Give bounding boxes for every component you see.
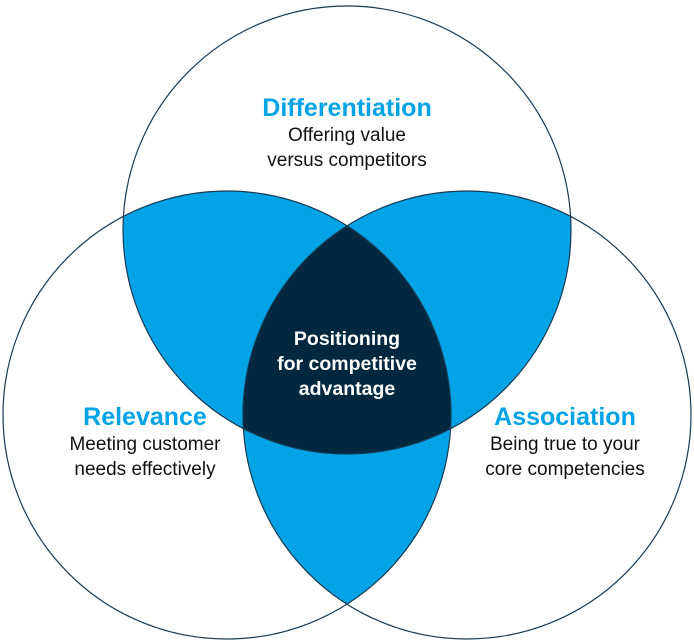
differentiation-title: Differentiation — [262, 94, 432, 122]
relevance-desc-line2: needs effectively — [74, 459, 216, 480]
differentiation-desc-line2: versus competitors — [267, 150, 427, 171]
association-desc-line1: Being true to your — [490, 434, 640, 455]
center-line2: for competitive — [277, 353, 417, 375]
association-desc-line2: core competencies — [485, 459, 645, 480]
differentiation-desc-line1: Offering value — [288, 125, 406, 146]
center-overlap — [243, 191, 451, 454]
differentiation-label: Differentiation Offering value versus co… — [197, 93, 497, 173]
circle-association — [242, 190, 692, 640]
circle-differentiation — [122, 5, 572, 455]
relevance-desc-line1: Meeting customer — [69, 434, 221, 455]
center-line1: Positioning — [293, 328, 401, 350]
relevance-label: Relevance Meeting customer needs effecti… — [30, 402, 260, 482]
association-title: Association — [494, 403, 636, 431]
circle-relevance — [2, 190, 452, 640]
center-line3: advantage — [298, 378, 396, 400]
center-label: Positioning for competitive advantage — [237, 327, 457, 402]
association-label: Association Being true to your core comp… — [445, 402, 685, 482]
relevance-title: Relevance — [83, 403, 207, 431]
